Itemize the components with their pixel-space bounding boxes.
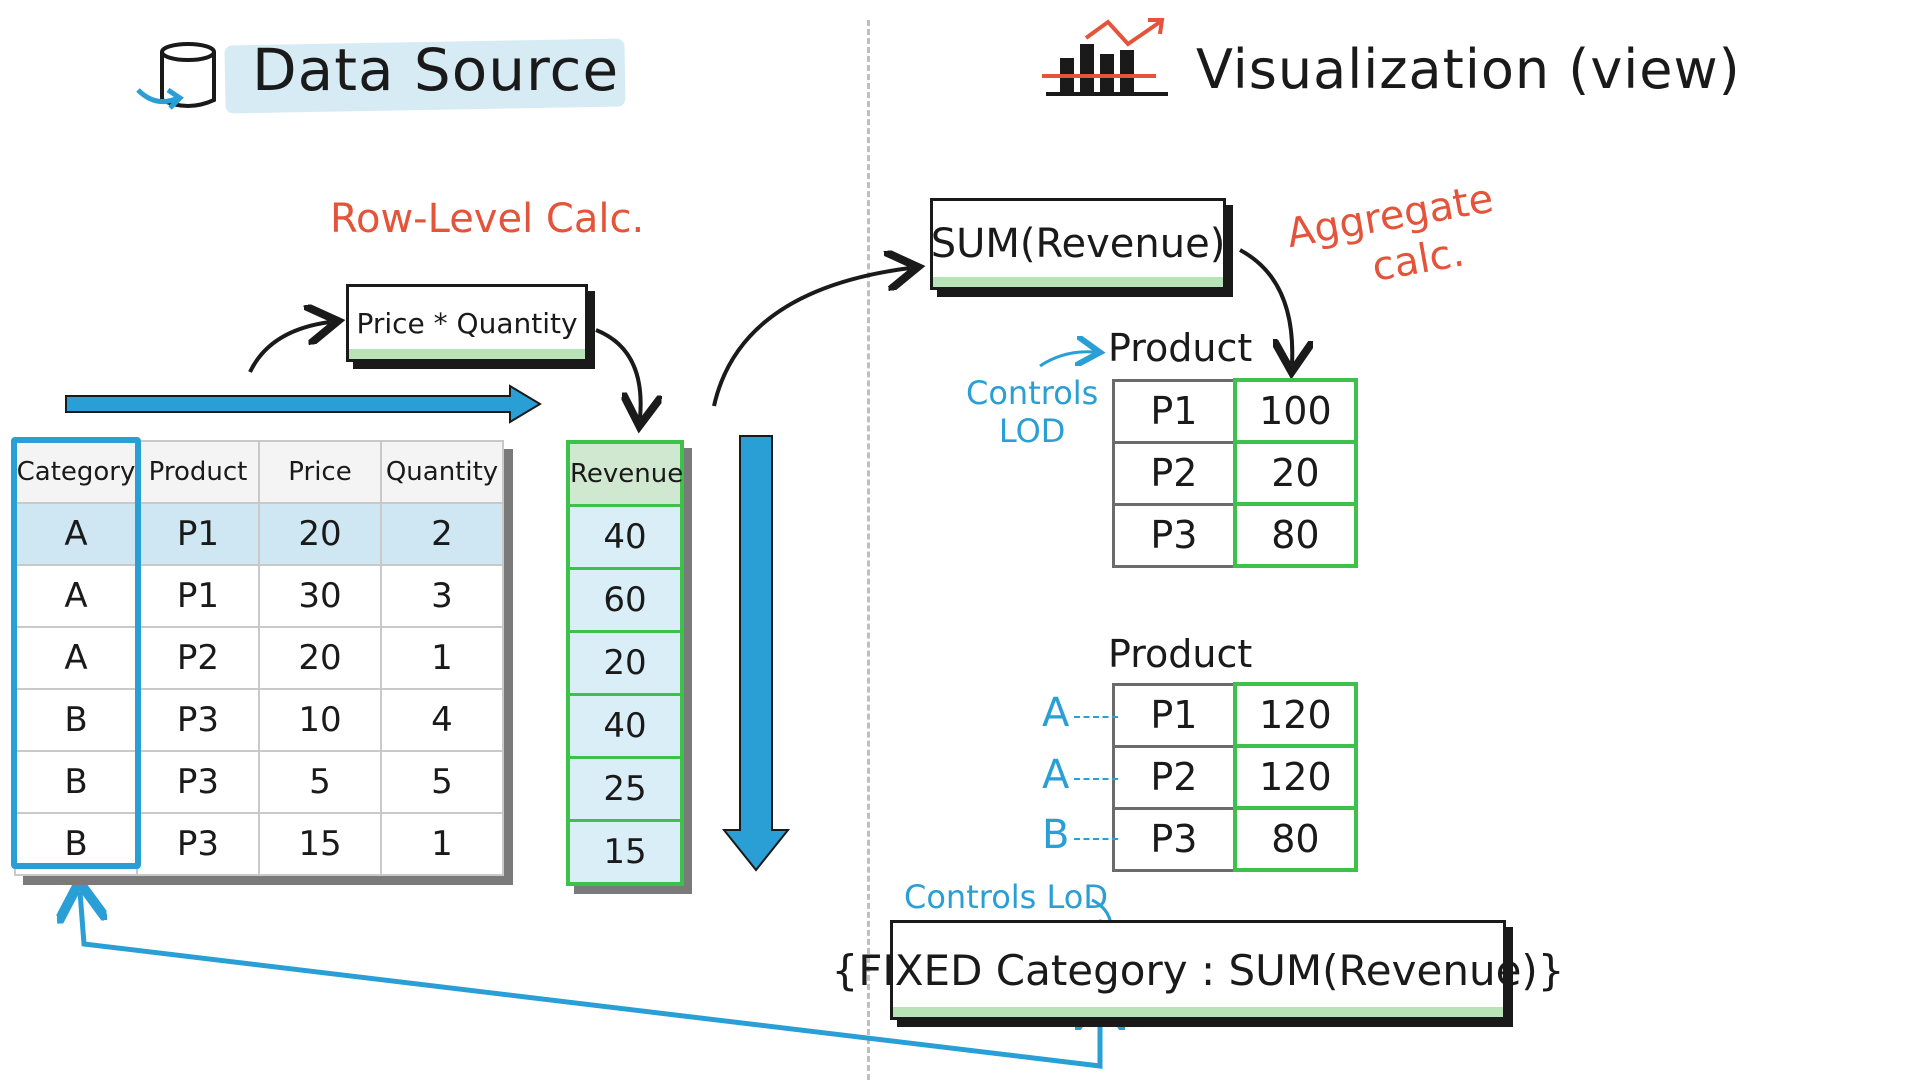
table-row: A P1 20 2 bbox=[14, 502, 504, 566]
table-row: 60 bbox=[566, 567, 684, 633]
table-cell: A bbox=[14, 564, 138, 628]
table-cell: 10 bbox=[258, 688, 382, 752]
revenue-cell: 40 bbox=[566, 504, 684, 570]
table-cell: P3 bbox=[136, 812, 260, 876]
category-label: A bbox=[1042, 752, 1070, 798]
revenue-cell: 25 bbox=[566, 756, 684, 822]
view-value-cell: 120 bbox=[1232, 682, 1359, 748]
table-cell: B bbox=[14, 750, 138, 814]
view-value-cell: 20 bbox=[1232, 440, 1359, 506]
view-value-cell: 120 bbox=[1232, 744, 1359, 810]
table-cell: P1 bbox=[136, 564, 260, 628]
controls-lod-fixed-label: Controls LoD bbox=[904, 878, 1108, 916]
view-value-cell: 80 bbox=[1232, 502, 1359, 568]
category-column-highlight bbox=[11, 437, 141, 869]
row-level-calc-label: Row-Level Calc. bbox=[330, 196, 645, 242]
category-label: A bbox=[1042, 690, 1070, 736]
table-cell: 15 bbox=[258, 812, 382, 876]
source-table-header-row: Category Product Price Quantity bbox=[14, 440, 504, 504]
row-direction-arrow bbox=[65, 384, 542, 424]
table-cell: 1 bbox=[380, 812, 504, 876]
table-row: 40 bbox=[566, 504, 684, 570]
table-cell: 1 bbox=[380, 626, 504, 690]
table-cell: 2 bbox=[380, 502, 504, 566]
table-cell: 5 bbox=[258, 750, 382, 814]
category-connector bbox=[1074, 778, 1118, 780]
bar-chart-trend-icon bbox=[1042, 18, 1168, 96]
aggregate-formula-box: SUM(Revenue) bbox=[930, 198, 1226, 290]
table-row: P3 80 bbox=[1111, 502, 1359, 568]
table-row: P1 120 bbox=[1111, 682, 1359, 748]
view-dimension-cell: P3 bbox=[1111, 806, 1237, 872]
category-label: B bbox=[1042, 812, 1070, 858]
table-cell: 20 bbox=[258, 626, 382, 690]
revenue-cell: 15 bbox=[566, 819, 684, 886]
table-row: B P3 10 4 bbox=[14, 688, 504, 752]
fixed-lod-formula-box: {FIXED Category : SUM(Revenue)} bbox=[832, 920, 1565, 1020]
view-table-1: P1 100 P2 20 P3 80 bbox=[1111, 378, 1359, 568]
section-divider bbox=[867, 20, 870, 1080]
table-row: P1 100 bbox=[1111, 378, 1359, 444]
table-cell: 4 bbox=[380, 688, 504, 752]
aggregate-formula: SUM(Revenue) bbox=[930, 221, 1226, 267]
view-dimension-cell: P2 bbox=[1111, 744, 1237, 810]
category-connector bbox=[1074, 716, 1118, 718]
table-row: P2 120 bbox=[1111, 744, 1359, 810]
table-row: B P3 5 5 bbox=[14, 750, 504, 814]
view-dimension-cell: P1 bbox=[1111, 378, 1237, 444]
view-value-cell: 80 bbox=[1232, 806, 1359, 872]
controls-lod-label-line2: LOD bbox=[998, 412, 1066, 450]
revenue-column-table: Revenue 40 60 20 40 25 15 bbox=[566, 440, 684, 886]
table-cell: 30 bbox=[258, 564, 382, 628]
revenue-cell: 60 bbox=[566, 567, 684, 633]
category-connector bbox=[1074, 838, 1118, 840]
controls-lod-label: Controls LOD bbox=[966, 374, 1098, 450]
table-cell: P2 bbox=[136, 626, 260, 690]
view-value-cell: 100 bbox=[1232, 378, 1359, 444]
table-cell: P3 bbox=[136, 750, 260, 814]
table-row: 15 bbox=[566, 819, 684, 886]
view-dimension-cell: P1 bbox=[1111, 682, 1237, 748]
row-level-formula: Price * Quantity bbox=[356, 306, 578, 340]
column-header-category: Category bbox=[14, 440, 138, 504]
table-row: A P1 30 3 bbox=[14, 564, 504, 628]
column-header-price: Price bbox=[258, 440, 382, 504]
table-cell: 5 bbox=[380, 750, 504, 814]
view-table-2-header: Product bbox=[1108, 632, 1253, 676]
column-header-revenue: Revenue bbox=[566, 440, 684, 507]
column-direction-arrow bbox=[721, 435, 791, 872]
view-table-2: P1 120 P2 120 P3 80 bbox=[1111, 682, 1359, 872]
row-level-formula-box: Price * Quantity bbox=[346, 284, 588, 362]
table-cell: A bbox=[14, 502, 138, 566]
table-row: 25 bbox=[566, 756, 684, 822]
view-dimension-cell: P2 bbox=[1111, 440, 1237, 506]
table-cell: P1 bbox=[136, 502, 260, 566]
table-row: P2 20 bbox=[1111, 440, 1359, 506]
data-source-title: Data Source bbox=[252, 36, 620, 104]
column-header-quantity: Quantity bbox=[380, 440, 504, 504]
table-row: 40 bbox=[566, 693, 684, 759]
table-cell: P3 bbox=[136, 688, 260, 752]
view-table-1-header: Product bbox=[1108, 326, 1253, 370]
view-dimension-cell: P3 bbox=[1111, 502, 1237, 568]
source-data-table: Category Product Price Quantity A P1 20 … bbox=[14, 440, 504, 876]
table-cell: B bbox=[14, 688, 138, 752]
table-row: B P3 15 1 bbox=[14, 812, 504, 876]
table-row: P3 80 bbox=[1111, 806, 1359, 872]
table-cell: 3 bbox=[380, 564, 504, 628]
revenue-header-row: Revenue bbox=[566, 440, 684, 507]
visualization-title: Visualization (view) bbox=[1196, 38, 1741, 101]
revenue-cell: 40 bbox=[566, 693, 684, 759]
fixed-lod-formula: {FIXED Category : SUM(Revenue)} bbox=[831, 945, 1565, 995]
revenue-cell: 20 bbox=[566, 630, 684, 696]
column-header-product: Product bbox=[136, 440, 260, 504]
table-cell: 20 bbox=[258, 502, 382, 566]
controls-lod-label-line1: Controls bbox=[966, 374, 1099, 412]
table-row: A P2 20 1 bbox=[14, 626, 504, 690]
database-icon bbox=[136, 42, 216, 110]
table-row: 20 bbox=[566, 630, 684, 696]
